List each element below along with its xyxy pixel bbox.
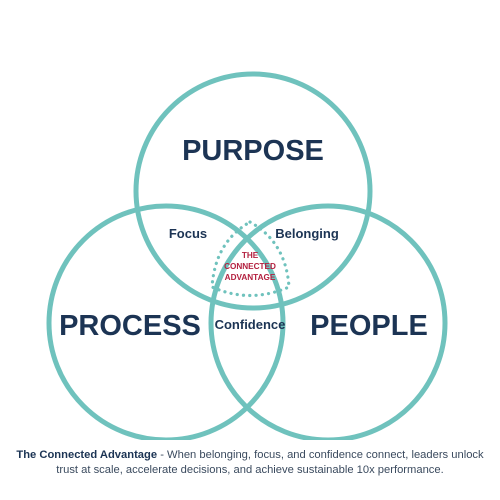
center-region-outline: [210, 220, 291, 298]
caption-title: The Connected Advantage: [16, 449, 158, 461]
process-label: PROCESS: [59, 310, 201, 342]
center-label-line-2: CONNECTED: [224, 262, 276, 271]
purpose-circle: [133, 71, 373, 311]
caption: The Connected Advantage - When belonging…: [10, 448, 490, 478]
purpose-label: PURPOSE: [182, 135, 324, 167]
belonging-label: Belonging: [275, 226, 339, 241]
people-label: PEOPLE: [310, 310, 428, 342]
confidence-label: Confidence: [215, 317, 286, 332]
focus-label: Focus: [169, 226, 207, 241]
process-circle: [46, 203, 286, 440]
people-circle: [208, 203, 448, 440]
caption-text: - When belonging, focus, and confidence …: [56, 449, 484, 476]
center-label-line-3: ADVANTAGE: [225, 273, 276, 282]
venn-diagram: PURPOSE PROCESS PEOPLE Focus Belonging C…: [46, 71, 448, 440]
center-label-line-1: THE: [242, 251, 259, 260]
